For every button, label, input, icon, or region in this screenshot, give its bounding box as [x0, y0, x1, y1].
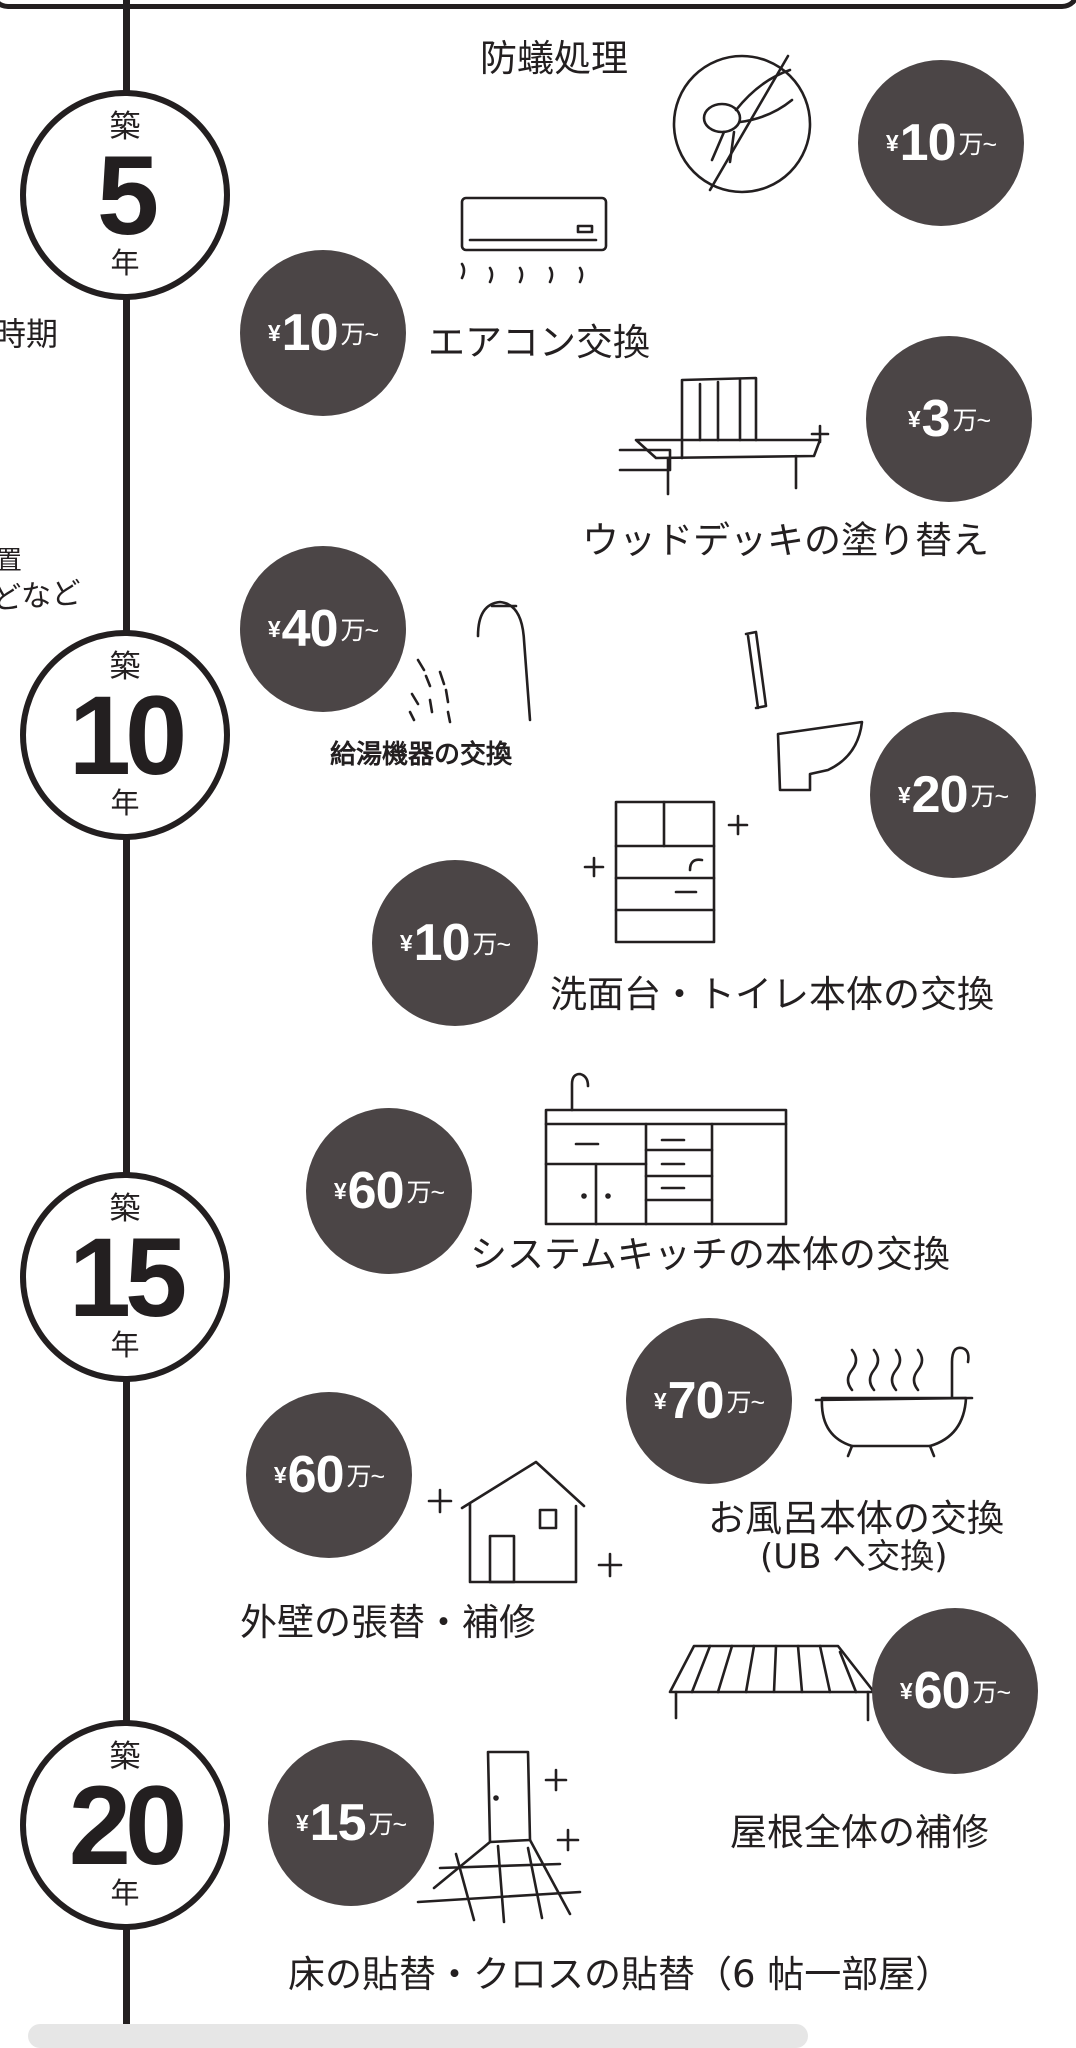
- yen-sign: ¥: [897, 781, 911, 808]
- price-unit: 万~: [346, 1463, 386, 1491]
- year-number: 5: [96, 132, 159, 258]
- yen-sign: ¥: [653, 1387, 667, 1414]
- item-label: 洗面台・トイレ本体の交換: [550, 973, 994, 1016]
- price-amount: 10: [281, 304, 339, 362]
- yen-sign: ¥: [267, 615, 281, 642]
- mosquito-icon: [672, 54, 812, 194]
- price-amount: 70: [667, 1372, 725, 1430]
- house-icon: [427, 1460, 623, 1584]
- bathtub-icon: [814, 1346, 974, 1458]
- year-number: 10: [68, 672, 188, 798]
- toilet-icon: [744, 630, 864, 792]
- yen-sign: ¥: [399, 929, 413, 956]
- year-marker-15: 築 15 年: [20, 1172, 230, 1382]
- price-amount: 60: [287, 1446, 345, 1504]
- item-label: 給湯機器の交換: [330, 740, 513, 770]
- left-cut-note-1: 置: [0, 546, 23, 576]
- yen-sign: ¥: [899, 1677, 913, 1704]
- timeline-spine: [123, 0, 130, 2042]
- shower-icon: [408, 600, 532, 724]
- price-unit: 万~: [726, 1389, 766, 1417]
- item-label: お風呂本体の交換: [708, 1497, 1004, 1540]
- year-suffix: 年: [110, 246, 140, 281]
- year-suffix: 年: [110, 1876, 140, 1911]
- item-label: 外壁の張替・補修: [240, 1601, 536, 1644]
- price-amount: 3: [921, 390, 951, 448]
- item-label: 床の貼替・クロスの貼替（6 帖一部屋）: [288, 1953, 953, 1996]
- year-suffix: 年: [110, 1328, 140, 1363]
- price-amount: 10: [899, 114, 957, 172]
- price-unit: 万~: [970, 783, 1010, 811]
- price-amount: 10: [413, 914, 471, 972]
- item-sublabel: (UB へ交換): [760, 1537, 948, 1577]
- bottom-panel-edge: [28, 2024, 808, 2048]
- wood-deck-icon: [618, 376, 830, 496]
- yen-sign: ¥: [273, 1461, 287, 1488]
- year-number: 20: [68, 1762, 188, 1888]
- year-kanji: 築: [109, 648, 141, 685]
- yen-sign: ¥: [267, 319, 281, 346]
- washbasin-cabinet-icon: [583, 800, 749, 944]
- price-amount: 60: [913, 1662, 971, 1720]
- price-amount: 15: [309, 1794, 367, 1852]
- floor-door-icon: [416, 1750, 582, 1924]
- year-kanji: 築: [109, 108, 141, 145]
- year-marker-10: 築 10 年: [20, 630, 230, 840]
- left-cut-label: 時期: [0, 315, 59, 353]
- price-amount: 40: [281, 600, 339, 658]
- price-unit: 万~: [472, 931, 512, 959]
- kitchen-icon: [544, 1072, 788, 1226]
- price-amount: 60: [347, 1162, 405, 1220]
- yen-sign: ¥: [295, 1809, 309, 1836]
- year-kanji: 築: [109, 1190, 141, 1227]
- year-suffix: 年: [110, 786, 140, 821]
- price-unit: 万~: [972, 1679, 1012, 1707]
- air-conditioner-icon: [460, 196, 608, 284]
- item-label: 屋根全体の補修: [730, 1811, 989, 1854]
- yen-sign: ¥: [885, 129, 899, 156]
- price-unit: 万~: [340, 617, 380, 645]
- item-label: エアコン交換: [428, 321, 650, 364]
- roof-icon: [668, 1644, 876, 1722]
- price-unit: 万~: [368, 1811, 408, 1839]
- yen-sign: ¥: [333, 1177, 347, 1204]
- price-amount: 20: [911, 766, 969, 824]
- year-kanji: 築: [109, 1738, 141, 1775]
- year-marker-5: 築 5 年: [20, 90, 230, 300]
- price-unit: 万~: [406, 1179, 446, 1207]
- year-marker-20: 築 20 年: [20, 1720, 230, 1930]
- price-unit: 万~: [340, 321, 380, 349]
- item-label: システムキッチの本体の交換: [470, 1233, 950, 1276]
- item-label: 防蟻処理: [480, 37, 628, 80]
- price-unit: 万~: [952, 407, 992, 435]
- price-unit: 万~: [958, 131, 998, 159]
- year-number: 15: [68, 1214, 188, 1340]
- item-label: ウッドデッキの塗り替え: [582, 519, 989, 562]
- yen-sign: ¥: [907, 405, 921, 432]
